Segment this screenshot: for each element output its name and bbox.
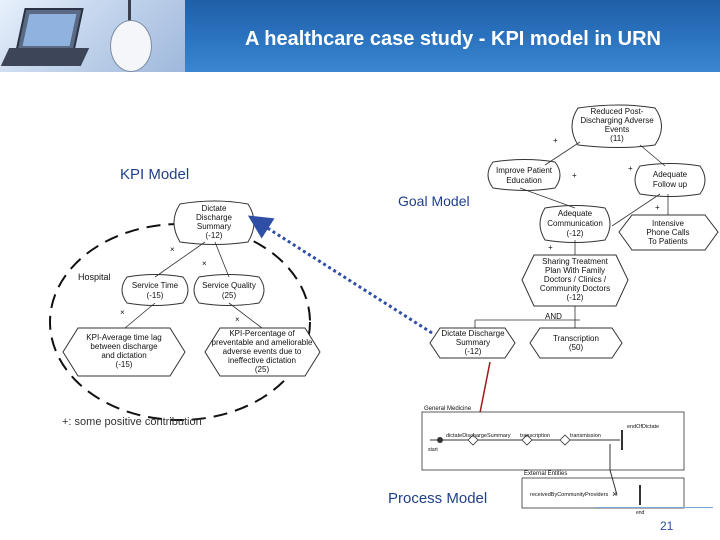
stub-diamond <box>559 434 571 446</box>
start-point <box>437 437 443 443</box>
end-dictate-label: endOfDictate <box>627 424 659 430</box>
node-text-line: Phone Calls <box>646 228 689 237</box>
kpi-model-label: KPI Model <box>120 166 190 183</box>
node-text-line: preventable and ameliorable <box>212 338 314 347</box>
node-text-line: Plan With Family <box>545 266 605 275</box>
node-text-line: Service Time <box>132 281 179 290</box>
start-label: start <box>428 447 438 453</box>
kpi-percentage <box>204 327 321 377</box>
node-text-line: (-12) <box>567 293 584 302</box>
node-text-line: KPI-Average time lag <box>86 333 161 342</box>
hospital-boundary <box>49 223 311 421</box>
stub-diamond <box>467 434 479 446</box>
plus-sign: + <box>655 203 660 212</box>
page-number: 21 <box>660 519 674 533</box>
node-text-line: Community Doctors <box>540 284 610 293</box>
hospital-label: Hospital <box>78 272 111 282</box>
cross-mark: × <box>202 259 207 268</box>
goal-model-label: Goal Model <box>398 193 470 209</box>
mouse-cord <box>128 0 131 22</box>
kpi-service-time <box>121 274 189 306</box>
stub-diamond <box>521 434 533 446</box>
goal-adequate-communication <box>539 205 611 243</box>
process-general-medicine <box>421 411 685 471</box>
node-text-line: adverse events due to <box>223 347 302 356</box>
goal-links <box>474 141 669 328</box>
node-text-line: Doctors / Clinics / <box>544 275 607 284</box>
header-photo <box>0 0 185 72</box>
node-text-line: ineffective dictation <box>228 356 296 365</box>
responsibility-transmission: transmission <box>570 433 601 439</box>
goal-reduce-adverse <box>571 104 662 148</box>
goal-dictate-summary <box>429 327 516 359</box>
node-text-line: Dictate <box>202 204 227 213</box>
goal-intensive-calls <box>618 214 719 251</box>
goal-adequate-followup <box>634 163 706 197</box>
node-text-line: Discharging Adverse <box>580 116 654 125</box>
responsibility-transcription: transcription <box>520 433 550 439</box>
goal-sharing-treatment <box>521 254 629 307</box>
node-text-line: (-12) <box>465 347 482 356</box>
node-text-line: Dictate Discharge <box>441 329 505 338</box>
kpi-dictate-summary <box>173 200 255 245</box>
node-text-line: (25) <box>222 291 237 300</box>
node-text-line: Adequate <box>653 170 688 179</box>
node-text-line: and dictation <box>101 351 146 360</box>
node-text-line: Education <box>506 176 542 185</box>
cross-mark: × <box>612 489 617 499</box>
end-label: end <box>636 510 645 516</box>
plus-sign: + <box>572 171 577 180</box>
node-text-line: To Patients <box>648 237 688 246</box>
node-text-line: between discharge <box>90 342 158 351</box>
responsibility-dictate: dictateDischargeSummary <box>446 433 511 439</box>
node-text-line: Communication <box>547 219 603 228</box>
slide-title: A healthcare case study - KPI model in U… <box>244 28 662 50</box>
node-text-line: Summary <box>456 338 490 347</box>
goal-text-reduce: Reduced Post- Discharging Adverse Events… <box>580 107 654 143</box>
process-model-label: Process Model <box>388 490 488 507</box>
node-text-line: Intensive <box>652 219 685 228</box>
node-text-line: Transcription <box>553 334 599 343</box>
node-text-line: Improve Patient <box>496 166 553 175</box>
kpi-average-lag <box>62 327 186 377</box>
node-text-line: Reduced Post- <box>591 107 644 116</box>
node-text-line: (50) <box>569 343 584 352</box>
footer-line <box>595 507 713 508</box>
node-text-line: KPI-Percentage of <box>229 329 295 338</box>
node-text-line: Events <box>605 125 629 134</box>
node-text-line: (-12) <box>206 231 223 240</box>
kpi-service-quality <box>193 274 265 306</box>
cross-mark: × <box>120 308 125 317</box>
process-to-external <box>609 444 618 496</box>
node-text-line: (-15) <box>116 360 133 369</box>
node-text-line: Sharing Treatment <box>542 257 609 266</box>
plus-sign: + <box>628 164 633 173</box>
contribution-note: +: some positive contribution <box>62 416 202 428</box>
node-text-line: Adequate <box>558 209 593 218</box>
goal-improve-education <box>487 159 561 191</box>
plus-sign: + <box>553 136 558 145</box>
link-goal-kpi <box>247 215 433 335</box>
received-label: receivedByCommunityProviders <box>530 492 608 498</box>
goal-transcription <box>529 327 623 359</box>
node-text-line: Summary <box>197 222 231 231</box>
mouse-image <box>110 20 152 72</box>
external-entities-label: External Entities <box>524 471 567 477</box>
node-text-line: Discharge <box>196 213 233 222</box>
node-text-line: (-15) <box>147 291 164 300</box>
cross-mark: × <box>170 245 175 254</box>
general-medicine-label: General Medicine <box>424 406 472 412</box>
node-text-line: (11) <box>610 134 624 143</box>
node-text-line: (25) <box>255 365 270 374</box>
and-label: AND <box>545 312 562 321</box>
kpi-links <box>124 241 263 329</box>
node-text-line: Service Quality <box>202 281 256 290</box>
process-external-entities <box>521 477 685 509</box>
cross-mark: × <box>235 315 240 324</box>
node-text-line: Follow up <box>653 180 688 189</box>
node-text-line: (-12) <box>567 229 584 238</box>
plus-sign: + <box>548 243 553 252</box>
